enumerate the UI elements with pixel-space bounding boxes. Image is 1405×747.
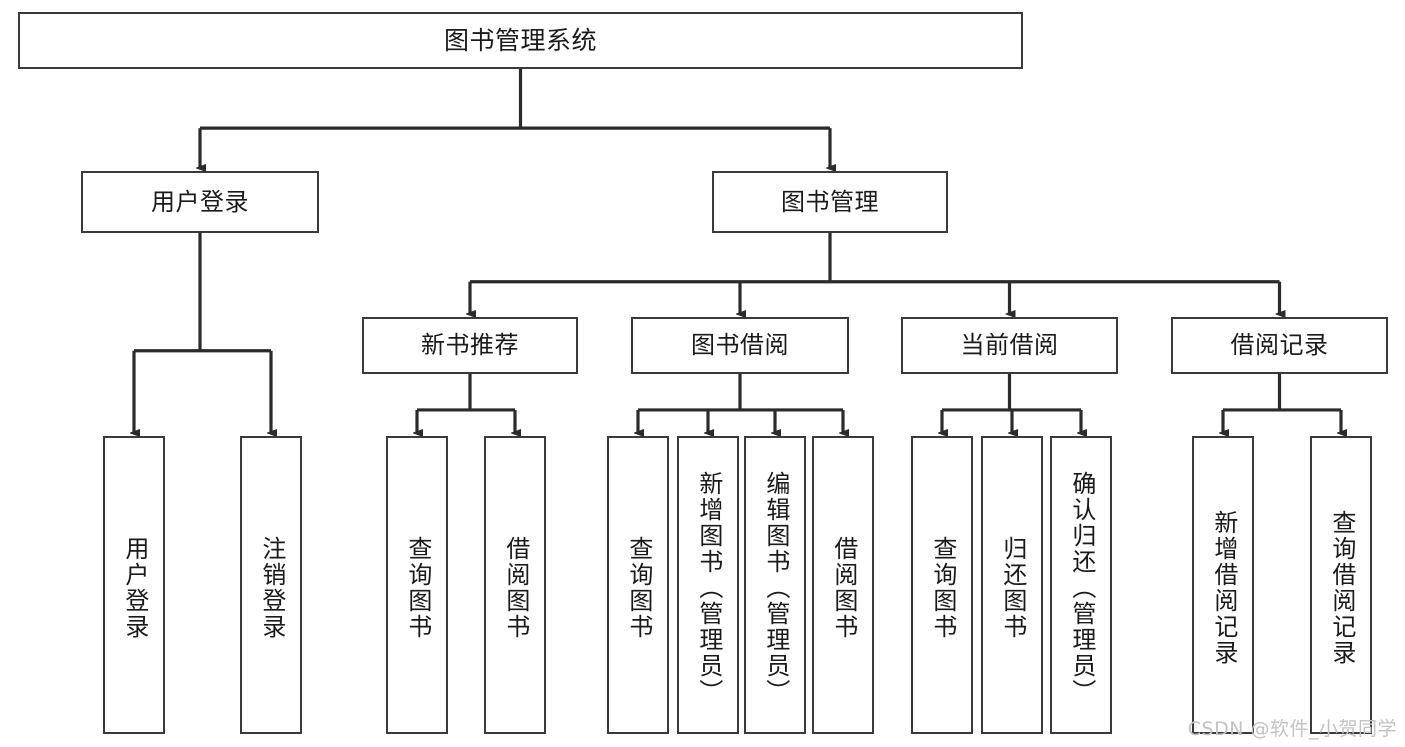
node-label: 查询图书 (928, 536, 957, 640)
node-leaf-borrow-book-rec[interactable]: 借阅图书 (484, 436, 546, 734)
node-label: 借阅图书 (829, 536, 858, 640)
node-label: 当前借阅 (960, 331, 1059, 360)
node-label: 查询图书 (403, 536, 432, 640)
node-label: 新增借阅记录 (1209, 510, 1238, 666)
node-leaf-query-record[interactable]: 查询借阅记录 (1310, 436, 1372, 734)
node-leaf-logout[interactable]: 注销登录 (240, 436, 302, 734)
node-label: 图书管理 (781, 187, 879, 216)
node-label: 新增图书（管理员） (694, 471, 723, 705)
node-leaf-query-book-bb[interactable]: 查询图书 (607, 436, 669, 734)
node-label: 借阅记录 (1230, 331, 1329, 360)
node-new-book-rec[interactable]: 新书推荐 (362, 317, 578, 374)
edge-bus-book-manage (470, 233, 1280, 284)
node-label: 归还图书 (998, 536, 1027, 640)
node-leaf-add-record[interactable]: 新增借阅记录 (1192, 436, 1254, 734)
node-leaf-return-book[interactable]: 归还图书 (981, 436, 1043, 734)
node-label: 用户登录 (151, 187, 249, 216)
node-label: 图书管理系统 (443, 25, 597, 55)
node-label: 用户登录 (120, 536, 149, 640)
edge-bus-new-book-rec (417, 374, 515, 412)
edge-bus-user-login (134, 233, 271, 353)
node-leaf-user-login[interactable]: 用户登录 (103, 436, 165, 734)
edge-bus-book-borrow (638, 374, 843, 412)
node-leaf-query-book-rec[interactable]: 查询图书 (386, 436, 448, 734)
node-leaf-query-book-cb[interactable]: 查询图书 (911, 436, 973, 734)
node-book-borrow[interactable]: 图书借阅 (631, 317, 849, 374)
csdn-watermark: CSDN @软件_小贺同学 (1187, 718, 1397, 740)
node-label: 注销登录 (257, 536, 286, 640)
node-leaf-add-book[interactable]: 新增图书（管理员） (677, 436, 739, 734)
node-leaf-edit-book[interactable]: 编辑图书（管理员） (744, 436, 806, 734)
node-label: 借阅图书 (501, 536, 530, 640)
node-leaf-borrow-book-bb[interactable]: 借阅图书 (812, 436, 874, 734)
node-label: 图书借阅 (691, 331, 789, 360)
edge-bus-root (200, 69, 830, 130)
node-leaf-confirm-return[interactable]: 确认归还（管理员） (1050, 436, 1112, 734)
node-label: 查询借阅记录 (1327, 510, 1356, 666)
edge-bus-current-borrow (942, 374, 1081, 412)
node-user-login[interactable]: 用户登录 (81, 171, 319, 233)
node-label: 确认归还（管理员） (1067, 471, 1096, 705)
node-label: 查询图书 (624, 536, 653, 640)
node-current-borrow[interactable]: 当前借阅 (901, 317, 1118, 374)
node-book-manage[interactable]: 图书管理 (712, 171, 948, 233)
node-label: 新书推荐 (421, 331, 519, 360)
node-label: 编辑图书（管理员） (761, 471, 790, 705)
node-borrow-record[interactable]: 借阅记录 (1171, 317, 1388, 374)
node-root[interactable]: 图书管理系统 (18, 12, 1023, 69)
edge-bus-borrow-record (1223, 374, 1341, 412)
